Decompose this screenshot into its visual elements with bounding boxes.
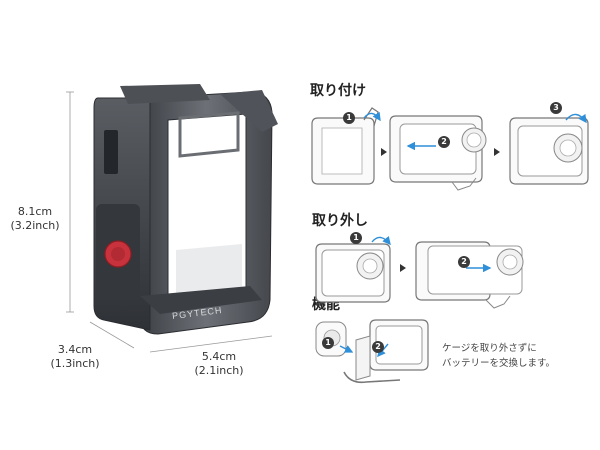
- depth-dimension-line: [89, 321, 135, 349]
- height-inch: (3.2inch): [10, 219, 60, 232]
- install-step-1-figure: [311, 107, 381, 185]
- function-note-line-1: ケージを取り外さずに: [442, 343, 537, 354]
- height-label: 8.1cm (3.2inch): [4, 205, 66, 233]
- width-cm: 5.4cm: [201, 350, 237, 363]
- install-step-3-figure: [509, 113, 589, 185]
- install-step-2-figure: [389, 115, 487, 191]
- height-cm: 8.1cm: [17, 205, 53, 218]
- function-step-1-badge: 1: [322, 337, 334, 349]
- function-note-line-2: バッテリーを交換します。: [442, 358, 556, 369]
- depth-label: 3.4cm (1.3inch): [44, 343, 106, 371]
- function-figure: [315, 319, 429, 384]
- depth-cm: 3.4cm: [57, 343, 93, 356]
- step-number: 2: [461, 257, 467, 266]
- remove-step-2-badge: 2: [458, 256, 470, 268]
- width-dimension-line: [149, 335, 273, 353]
- remove-title: 取り外し: [312, 213, 368, 229]
- step-number: 1: [353, 233, 359, 242]
- flow-arrow-icon: [494, 148, 500, 156]
- install-title: 取り付け: [310, 83, 366, 99]
- step-number: 3: [553, 103, 559, 112]
- function-step-2-badge: 2: [372, 341, 384, 353]
- flow-arrow-icon: [381, 148, 387, 156]
- depth-inch: (1.3inch): [50, 357, 100, 370]
- width-inch: (2.1inch): [194, 364, 244, 377]
- height-dimension-line: [66, 91, 74, 313]
- function-note: ケージを取り外さずに バッテリーを交換します。: [442, 341, 555, 371]
- remove-step-1-figure: [315, 235, 391, 303]
- step-number: 2: [441, 137, 447, 146]
- step-number: 1: [346, 113, 352, 122]
- width-label: 5.4cm (2.1inch): [188, 350, 250, 378]
- remove-step-1-badge: 1: [350, 232, 362, 244]
- camera-cage: [93, 84, 278, 335]
- step-number: 1: [325, 338, 331, 347]
- flow-arrow-icon: [400, 264, 406, 272]
- install-step-2-badge: 2: [438, 136, 450, 148]
- install-step-1-badge: 1: [343, 112, 355, 124]
- install-step-3-badge: 3: [550, 102, 562, 114]
- step-number: 2: [375, 342, 381, 351]
- remove-step-2-figure: [415, 241, 524, 309]
